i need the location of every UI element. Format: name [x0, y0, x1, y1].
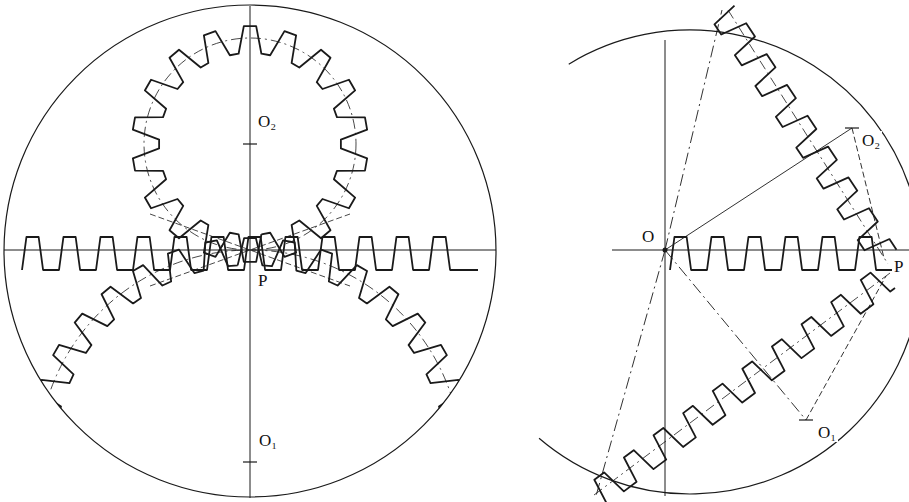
pitch-line [728, 10, 888, 264]
label-holder: P [256, 272, 269, 291]
line-of-action [150, 214, 350, 286]
vertical-axis [665, 40, 666, 496]
pitch-circle [38, 250, 462, 502]
vertical-axis [250, 6, 251, 498]
centre-mark [243, 461, 257, 462]
line-of-action [150, 214, 350, 286]
gear-segment [714, 6, 896, 251]
centre-point [663, 248, 668, 253]
construction-line [596, 250, 665, 496]
right-panel [539, 6, 909, 502]
construction-line [665, 10, 722, 250]
label-holder: O₂ [256, 113, 278, 132]
label-holder: O₁ [816, 424, 838, 443]
rack [22, 237, 478, 270]
centre-label: O₂ [256, 112, 278, 131]
construction-line [806, 276, 886, 420]
centre-label: O₂ [860, 131, 882, 150]
centre-label: O₁ [257, 431, 279, 450]
lower-gear-group [26, 238, 474, 502]
label-holder: P [892, 258, 905, 277]
pitch-circle [144, 38, 356, 250]
centre-label: O₁ [816, 423, 838, 442]
label-holder: O₁ [257, 432, 279, 451]
pitch-point-label: P [256, 271, 269, 290]
pitch-point-label: P [892, 257, 905, 276]
centre-mark [243, 143, 257, 144]
construction-line [852, 128, 884, 258]
boundary-circle [4, 5, 496, 497]
boundary-arc [539, 30, 909, 494]
centre-mark [845, 127, 859, 128]
centre-line [665, 250, 806, 420]
gear-segment [594, 273, 895, 502]
centre-label: O [640, 227, 656, 246]
pitch-line [594, 273, 890, 495]
left-panel [4, 5, 496, 502]
label-holder: O₂ [860, 132, 882, 151]
label-holder: O [640, 228, 656, 247]
upper-gear [133, 26, 367, 262]
lower-gear [26, 238, 474, 502]
centre-mark [799, 419, 813, 420]
